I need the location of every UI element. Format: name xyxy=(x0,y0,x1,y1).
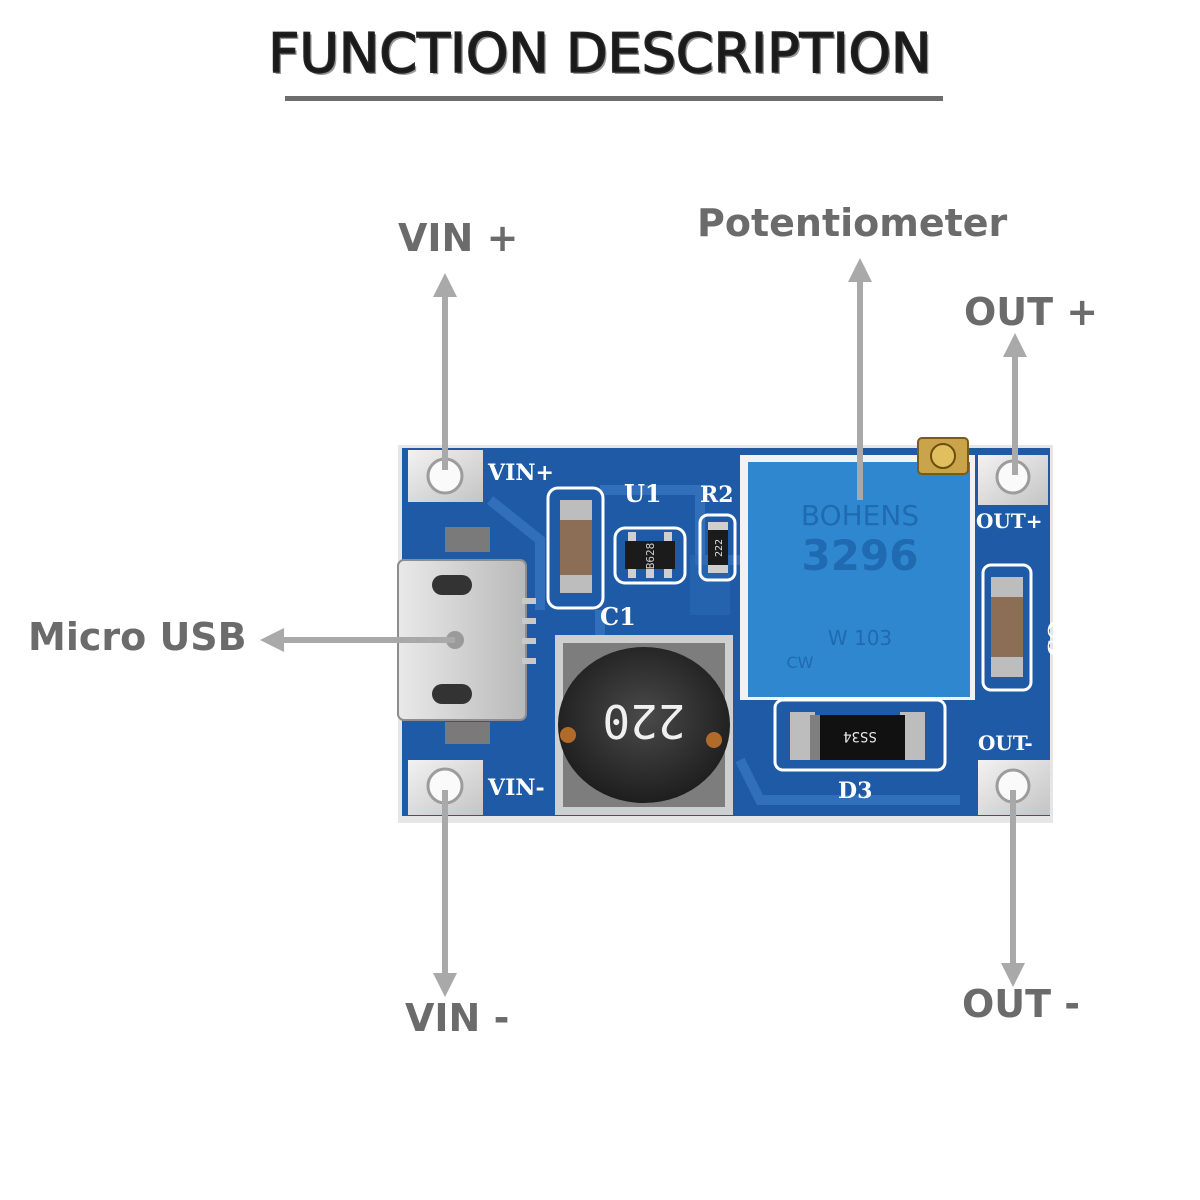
label-micro-usb: Micro USB xyxy=(28,615,247,659)
silk-out-minus: OUT- xyxy=(978,731,1033,755)
label-out-minus: OUT - xyxy=(962,982,1081,1026)
silk-d3: D3 xyxy=(838,778,872,804)
capacitor-c1 xyxy=(546,486,605,610)
pot-model-marking: 3296 xyxy=(802,531,919,580)
resistor-r2 xyxy=(698,513,737,582)
silk-c3: C3 xyxy=(1042,620,1071,656)
pad-vin-plus xyxy=(408,450,483,502)
diode-d3 xyxy=(773,698,947,772)
label-potentiometer: Potentiometer xyxy=(697,201,1008,245)
diode-marking: SS34 xyxy=(843,728,877,744)
silk-vin-minus: VIN- xyxy=(487,775,545,801)
silk-r2: R2 xyxy=(700,482,734,508)
inductor-marking: 220 xyxy=(602,694,685,748)
silk-vin-plus: VIN+ xyxy=(487,460,554,486)
micro-usb-connector xyxy=(397,527,536,744)
ic-u1 xyxy=(613,526,687,585)
potentiometer-body xyxy=(740,437,975,700)
resistor-marking: 222 xyxy=(714,539,725,557)
pot-code-marking: W 103 xyxy=(828,626,892,650)
silk-out-plus: OUT+ xyxy=(976,509,1043,533)
silk-u1: U1 xyxy=(624,479,662,508)
label-out-plus: OUT + xyxy=(964,290,1099,334)
pot-brand-marking: BOHENS xyxy=(801,499,919,532)
capacitor-c3 xyxy=(981,563,1033,692)
page-title: FUNCTION DESCRIPTION xyxy=(268,21,933,86)
title-underline xyxy=(285,96,943,101)
label-vin-plus: VIN + xyxy=(398,216,519,260)
label-vin-minus: VIN - xyxy=(405,996,510,1040)
inductor xyxy=(555,635,733,815)
silk-c1: C1 xyxy=(600,602,636,631)
ic-marking: B628 xyxy=(644,543,657,570)
pot-cw-marking: CW xyxy=(787,653,814,672)
